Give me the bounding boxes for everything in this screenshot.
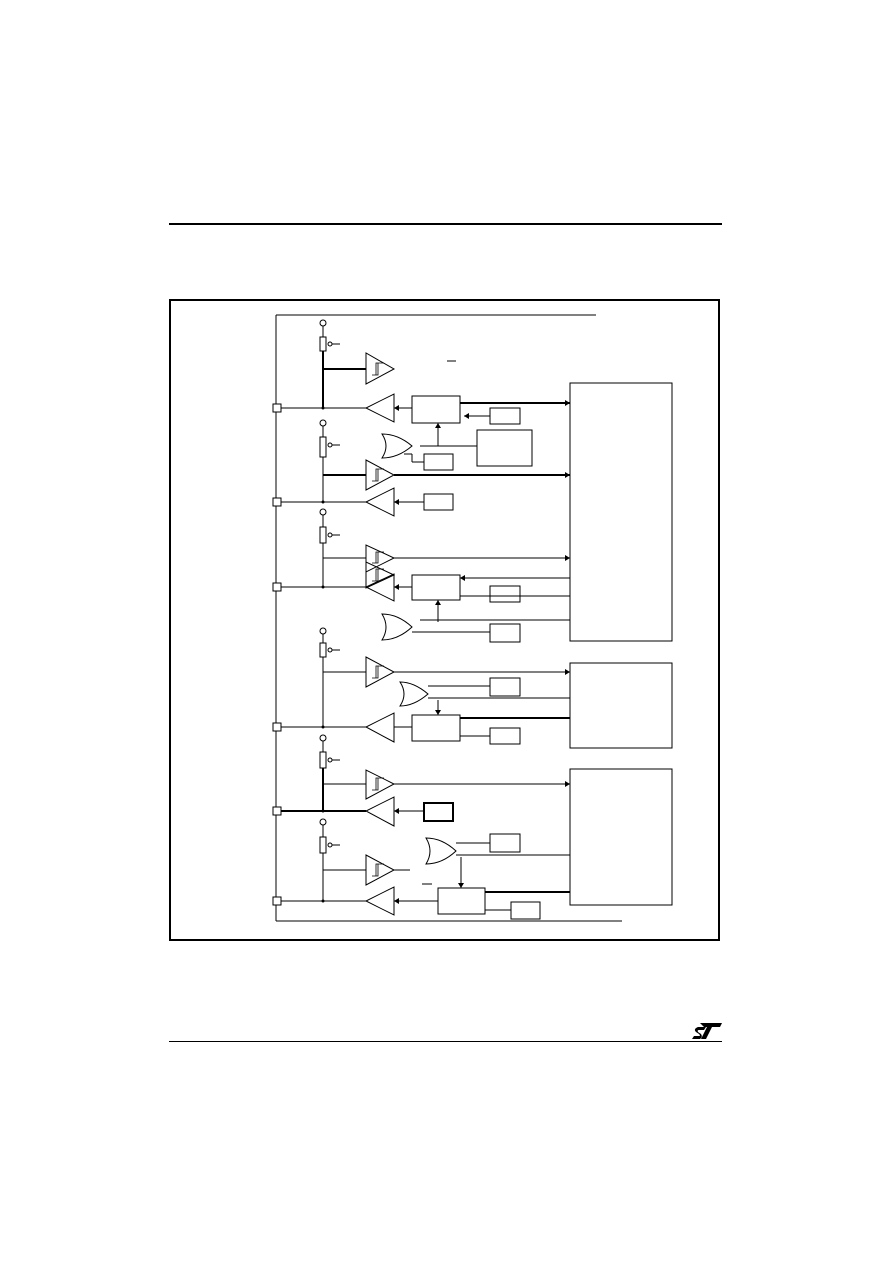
diagram-frame (169, 299, 720, 941)
pin-2 (272, 497, 282, 507)
pin-1 (272, 403, 282, 413)
footer-rule (169, 1041, 722, 1042)
function-block-3 (569, 768, 673, 906)
st-logo-icon (692, 1023, 722, 1039)
function-block-small (476, 429, 533, 467)
latch-block (411, 395, 461, 424)
pin-5 (272, 806, 282, 816)
pin-6 (272, 896, 282, 906)
output-buffer (364, 393, 395, 423)
pin-4 (272, 722, 282, 732)
header-rule (169, 223, 722, 225)
schmitt-input-buffer (365, 352, 396, 385)
vdd-terminal (319, 319, 327, 327)
or-gate (381, 433, 413, 459)
function-block-1 (569, 382, 673, 642)
pull-up-resistor (319, 336, 327, 352)
pin-3 (272, 582, 282, 592)
function-block-2 (569, 662, 673, 749)
